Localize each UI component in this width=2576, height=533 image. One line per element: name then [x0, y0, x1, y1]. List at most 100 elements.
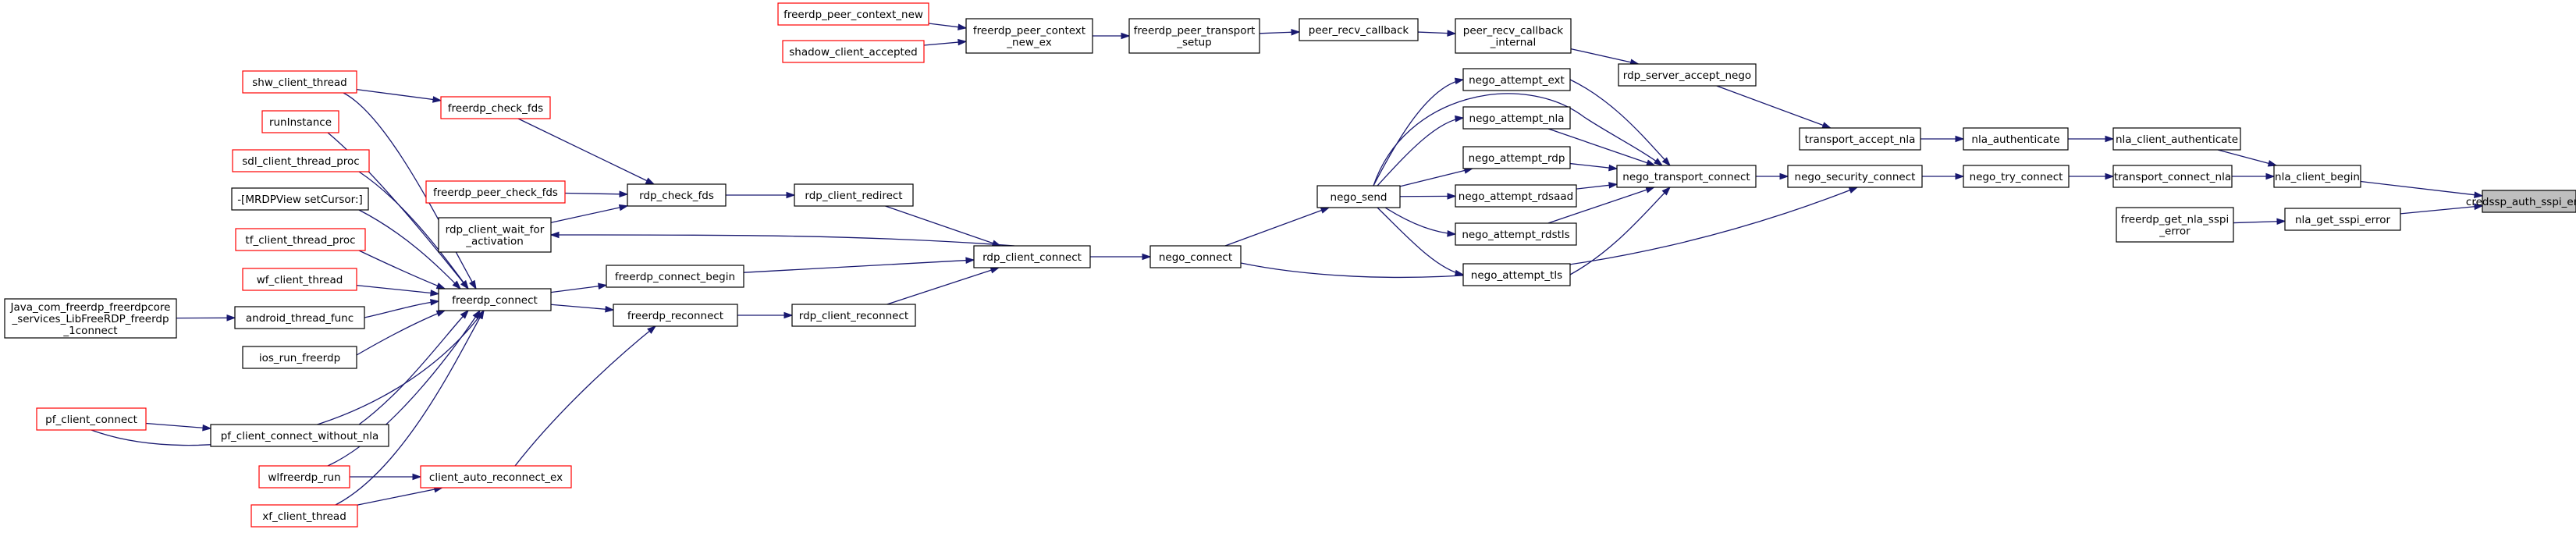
edge-wlfreerdp_run-to-client_auto_reconnect_ex — [350, 473, 422, 481]
node-tf-client-thread-proc[interactable]: tf_client_thread_proc — [235, 228, 366, 251]
node-rdp-client-redirect[interactable]: rdp_client_redirect — [794, 183, 914, 207]
node-rdp-client-connect[interactable]: rdp_client_connect — [973, 245, 1091, 268]
node-box — [242, 268, 357, 291]
node-transport-connect-nla[interactable]: transport_connect_nla — [2112, 165, 2233, 188]
node-shw-client-thread[interactable]: shw_client_thread — [242, 70, 357, 94]
node-shadow-client-accepted[interactable]: shadow_client_accepted — [782, 40, 925, 63]
node-client-auto-reconnect-ex[interactable]: client_auto_reconnect_ex — [420, 465, 572, 489]
node-label: nla_client_authenticate — [2116, 133, 2238, 146]
node-nego-send[interactable]: nego_send — [1316, 185, 1401, 208]
node-nego-connect[interactable]: nego_connect — [1149, 245, 1242, 268]
node-label: nego_connect — [1159, 251, 1232, 264]
node-ios-run-freerdp[interactable]: ios_run_freerdp — [242, 346, 357, 369]
node-java-com-freerdp[interactable]: Java_com_freerdp_freerdpcore_services_Li… — [4, 298, 177, 339]
node-box — [242, 70, 357, 94]
node-label: _setup — [1176, 37, 1212, 49]
node-wlfreerdp-run[interactable]: wlfreerdp_run — [258, 465, 350, 489]
node-box — [1462, 106, 1571, 130]
node-rdp-check-fds[interactable]: rdp_check_fds — [627, 183, 727, 207]
node-nego-transport-connect[interactable]: nego_transport_connect — [1616, 165, 1757, 188]
node-label: android_thread_func — [246, 312, 354, 325]
node-label: shw_client_thread — [252, 76, 346, 89]
node-rdp-client-reconnect[interactable]: rdp_client_reconnect — [791, 304, 916, 327]
node-label: nla_get_sspi_error — [2295, 214, 2391, 226]
edge-rdp_client_redirect-to-rdp_client_connect — [885, 205, 1002, 247]
node-rdp-client-wait-for-activation[interactable]: rdp_client_wait_for_activation — [438, 217, 552, 253]
node-freerdp-reconnect[interactable]: freerdp_reconnect — [613, 304, 738, 327]
node-label: freerdp_reconnect — [627, 310, 723, 322]
edge-freerdp_reconnect-to-rdp_client_reconnect — [737, 311, 794, 319]
node-label: rdp_client_redirect — [805, 190, 902, 202]
edge-freerdp_peer_check_fds-to-rdp_check_fds — [564, 190, 629, 198]
edge-nego_send-to-nego_transport_connect — [1373, 93, 1664, 187]
node-label: nego_attempt_rdstls — [1462, 229, 1569, 241]
edge-rdp_client_wait_for_activation-to-rdp_check_fds — [550, 204, 629, 223]
edge-ios_run_freerdp-to-freerdp_connect — [356, 310, 446, 356]
edge-nego_attempt_ext-to-nego_transport_connect — [1569, 79, 1672, 167]
node-transport-accept-nla[interactable]: transport_accept_nla — [1799, 127, 1921, 151]
node-label: _activation — [465, 236, 524, 248]
edge-shw_client_thread-to-freerdp_connect — [343, 92, 477, 290]
node-label: Java_com_freerdp_freerdpcore — [10, 301, 171, 314]
node-label: nego_attempt_rdp — [1469, 152, 1565, 165]
node-nla-client-begin[interactable]: nla_client_begin — [2273, 165, 2361, 188]
edge-nego_send-to-nego_attempt_rdsaad — [1399, 193, 1457, 200]
node-android-thread-func[interactable]: android_thread_func — [234, 306, 365, 329]
edge-wf_client_thread-to-freerdp_connect — [356, 284, 440, 297]
node-nego-attempt-rdp[interactable]: nego_attempt_rdp — [1462, 146, 1571, 169]
node-freerdp-connect[interactable]: freerdp_connect — [438, 288, 552, 311]
edge-nla_client_begin-to-root — [2360, 180, 2484, 198]
node-peer-recv-callback[interactable]: peer_recv_callback — [1299, 18, 1419, 41]
node-nla-get-sspi-error[interactable]: nla_get_sspi_error — [2284, 208, 2401, 231]
node-box — [613, 304, 738, 327]
node-freerdp-peer-context-new[interactable]: freerdp_peer_context_new — [777, 2, 929, 26]
edge-client_auto_reconnect_ex-to-freerdp_reconnect — [514, 325, 657, 467]
node-box — [1616, 165, 1757, 188]
node-label: nla_client_begin — [2275, 171, 2360, 183]
node-label: transport_connect_nla — [2114, 171, 2231, 183]
node-rdp-server-accept-nego[interactable]: rdp_server_accept_nego — [1618, 63, 1757, 87]
edge-mrdpview_setcursor-to-freerdp_connect — [358, 209, 462, 290]
node-nego-try-connect[interactable]: nego_try_connect — [1963, 165, 2070, 188]
node-nego-attempt-ext[interactable]: nego_attempt_ext — [1462, 68, 1571, 91]
node-freerdp-peer-check-fds[interactable]: freerdp_peer_check_fds — [425, 180, 566, 204]
edge-nla_authenticate-to-nla_client_authenticate — [2068, 135, 2115, 143]
node-peer-recv-callback-internal[interactable]: peer_recv_callback_internal — [1455, 18, 1572, 54]
node-nego-security-connect[interactable]: nego_security_connect — [1787, 165, 1923, 188]
node-box — [1462, 263, 1571, 286]
node-box — [36, 407, 147, 431]
edge-rdp_client_connect-to-rdp_client_wait_for_activation — [549, 231, 1015, 247]
edge-transport_accept_nla-to-nla_authenticate — [1920, 135, 1965, 143]
edge-pf_client_connect-to-pf_client_connect_without_nla — [145, 422, 212, 432]
node-xf-client-thread[interactable]: xf_client_thread — [250, 504, 358, 528]
edge-nego_attempt_tls-to-nego_transport_connect — [1569, 186, 1672, 275]
node-pf-client-connect-without-nla[interactable]: pf_client_connect_without_nla — [210, 424, 389, 447]
node-label: pf_client_connect_without_nla — [221, 430, 379, 442]
node-nla-authenticate[interactable]: nla_authenticate — [1963, 127, 2069, 151]
node-sdl-client-thread-proc[interactable]: sdl_client_thread_proc — [232, 149, 370, 172]
node-freerdp-check-fds[interactable]: freerdp_check_fds — [440, 96, 551, 119]
edge-freerdp_get_nla_sspi_error-to-nla_get_sspi_error — [2233, 218, 2286, 226]
edge-nego_transport_connect-to-nego_security_connect — [1756, 172, 1789, 180]
node-freerdp-connect-begin[interactable]: freerdp_connect_begin — [606, 265, 744, 288]
node-runInstance[interactable]: runInstance — [261, 110, 339, 133]
edge-nego_attempt_rdsaad-to-nego_transport_connect — [1576, 182, 1618, 190]
node-nego-attempt-tls[interactable]: nego_attempt_tls — [1462, 263, 1571, 286]
node-freerdp-peer-transport-setup[interactable]: freerdp_peer_transport_setup — [1128, 18, 1260, 54]
edge-freerdp_peer_transport_setup-to-peer_recv_callback — [1259, 28, 1301, 36]
node-nla-client-authenticate[interactable]: nla_client_authenticate — [2112, 127, 2241, 151]
node-nego-attempt-rdstls[interactable]: nego_attempt_rdstls — [1455, 222, 1577, 246]
node-box — [4, 298, 177, 339]
node-freerdp-get-nla-sspi-error[interactable]: freerdp_get_nla_sspi_error — [2116, 207, 2234, 243]
node-mrdpview-setcursor[interactable]: -[MRDPView setCursor:] — [231, 187, 369, 211]
node-pf-client-connect[interactable]: pf_client_connect — [36, 407, 147, 431]
node-wf-client-thread[interactable]: wf_client_thread — [242, 268, 357, 291]
node-root[interactable]: credssp_auth_sspi_error — [2466, 190, 2576, 213]
node-nego-attempt-rdsaad[interactable]: nego_attempt_rdsaad — [1455, 184, 1577, 208]
node-box — [1455, 222, 1577, 246]
edge-android_thread_func-to-freerdp_connect — [364, 299, 440, 318]
node-box — [210, 424, 389, 447]
node-nego-attempt-nla[interactable]: nego_attempt_nla — [1462, 106, 1571, 130]
node-freerdp-peer-context-new-ex[interactable]: freerdp_peer_context_new_ex — [965, 18, 1093, 54]
